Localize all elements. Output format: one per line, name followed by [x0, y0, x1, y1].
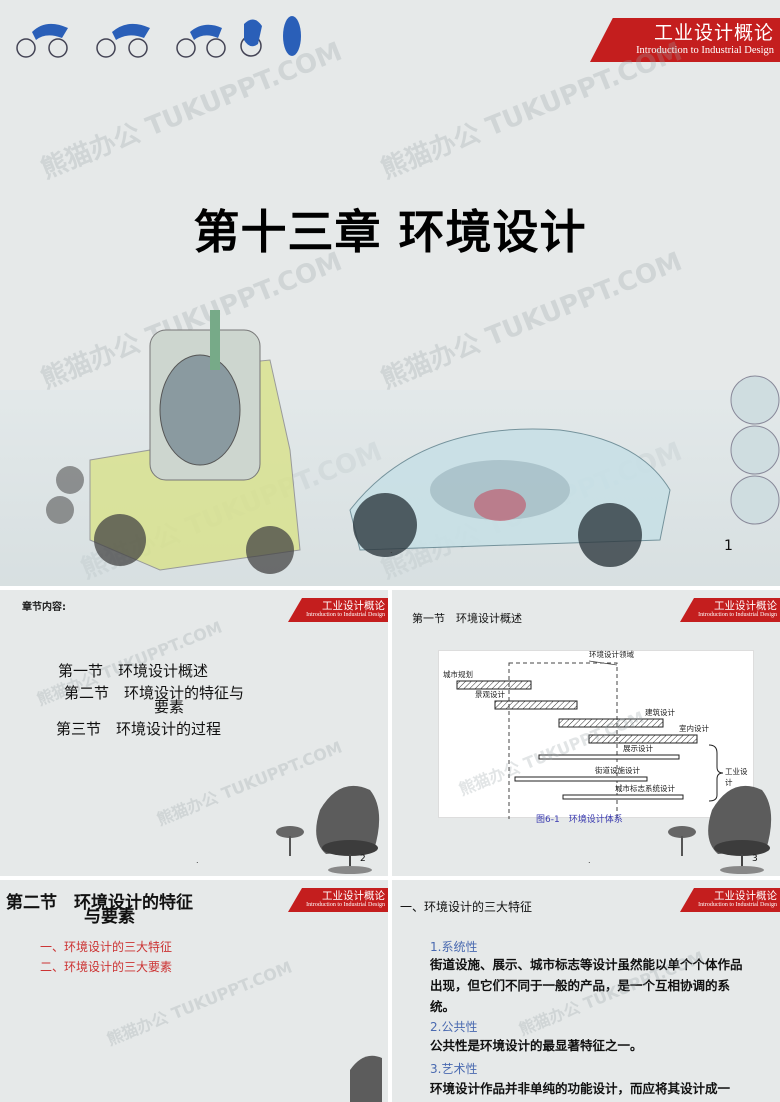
environment-design-diagram: 环境设计领域 城市规划 景观设计 建筑设计 室内设计 展示设计 街道设施设计 城… — [438, 650, 754, 819]
slide-3[interactable]: 工业设计概论 Introduction to Industrial Design… — [392, 590, 780, 876]
slide-4[interactable]: 工业设计概论 Introduction to Industrial Design… — [0, 880, 388, 1102]
course-banner: 工业设计概论 Introduction to Industrial Design — [680, 888, 780, 912]
diagram-caption: 图6-1 环境设计体系 — [536, 815, 623, 825]
page-number: 2 — [360, 854, 366, 864]
course-banner: 工业设计概论 Introduction to Industrial Design — [288, 888, 388, 912]
section-heading: 第一节 环境设计概述 — [412, 612, 522, 625]
page-number: 3 — [752, 854, 758, 864]
bar-label-urban-signage: 城市标志系统设计 — [615, 784, 675, 793]
bracket-label-industrial-design: 工业设计 — [725, 767, 748, 787]
egg-chair-image — [350, 1055, 382, 1102]
banner-title: 工业设计概论 — [653, 22, 774, 44]
slide-2[interactable]: 工业设计概论 Introduction to Industrial Design… — [0, 590, 388, 876]
slide-dot: . — [390, 546, 393, 555]
section-heading: 一、环境设计的三大特征 — [400, 900, 533, 914]
course-banner: 工业设计概论 Introduction to Industrial Design — [680, 598, 780, 622]
watermark: 熊猫办公 TUKUPPT.COM — [377, 36, 687, 185]
banner-subtitle: Introduction to Industrial Design — [636, 45, 774, 56]
feature-label-2: 2.公共性 — [430, 1020, 478, 1034]
course-banner: 工业设计概论 Introduction to Industrial Design — [590, 18, 780, 62]
chapter-title: 第十三章 环境设计 — [193, 205, 587, 259]
section-title-cont: 与要素 — [84, 907, 135, 927]
banner-subtitle: Introduction to Industrial Design — [306, 612, 385, 618]
outline-item-2[interactable]: 二、环境设计的三大要素 — [40, 960, 173, 974]
concept-vehicle-image — [0, 310, 780, 586]
slide-1[interactable]: 工业设计概论 Introduction to Industrial Design… — [0, 0, 780, 586]
banner-title: 工业设计概论 — [714, 890, 777, 902]
outline-item-1[interactable]: 一、环境设计的三大特征 — [40, 940, 173, 954]
slide-dot: . — [588, 856, 591, 865]
toc-item-2-cont[interactable]: 要素 — [154, 698, 185, 716]
banner-title: 工业设计概论 — [322, 600, 385, 612]
bar-label-architecture: 建筑设计 — [645, 708, 675, 717]
toc-item-2[interactable]: 第二节 环境设计的特征与 — [64, 684, 245, 702]
banner-title: 工业设计概论 — [714, 600, 777, 612]
feature-text-2: 公共性是环境设计的最显著特征之一。 — [430, 1038, 643, 1053]
page-number: 1 — [724, 538, 733, 554]
slide-5[interactable]: 工业设计概论 Introduction to Industrial Design… — [392, 880, 780, 1102]
diagram-region-label: 环境设计领域 — [589, 650, 634, 659]
bar-label-urban-planning: 城市规划 — [443, 670, 473, 679]
banner-subtitle: Introduction to Industrial Design — [698, 612, 777, 618]
bar-label-landscape: 景观设计 — [475, 690, 505, 699]
course-banner: 工业设计概论 Introduction to Industrial Design — [288, 598, 388, 622]
banner-title: 工业设计概论 — [322, 890, 385, 902]
egg-chair-image — [668, 785, 772, 874]
section-title: 第二节 环境设计的特征 — [6, 893, 193, 913]
bar-label-interior: 室内设计 — [679, 724, 709, 733]
egg-chair-image — [276, 785, 380, 874]
banner-subtitle: Introduction to Industrial Design — [306, 902, 385, 908]
slide-dot: . — [196, 856, 199, 865]
bar-label-exhibition: 展示设计 — [623, 744, 653, 753]
header-vehicles-image — [16, 16, 301, 58]
toc-item-1[interactable]: 第一节 环境设计概述 — [58, 662, 209, 680]
feature-text-3: 环境设计作品并非单纯的功能设计，而应将其设计成一 — [430, 1081, 731, 1096]
feature-text-1: 街道设施、展示、城市标志等设计虽然能以单个个体作品出现，但它们不同于一般的产品，… — [430, 957, 743, 1014]
feature-label-3: 3.艺术性 — [430, 1062, 478, 1076]
toc-item-3[interactable]: 第三节 环境设计的过程 — [56, 720, 222, 738]
toc-heading: 章节内容: — [22, 602, 66, 613]
bar-label-street-facilities: 街道设施设计 — [595, 766, 640, 775]
feature-label-1: 1.系统性 — [430, 940, 478, 954]
banner-subtitle: Introduction to Industrial Design — [698, 902, 777, 908]
